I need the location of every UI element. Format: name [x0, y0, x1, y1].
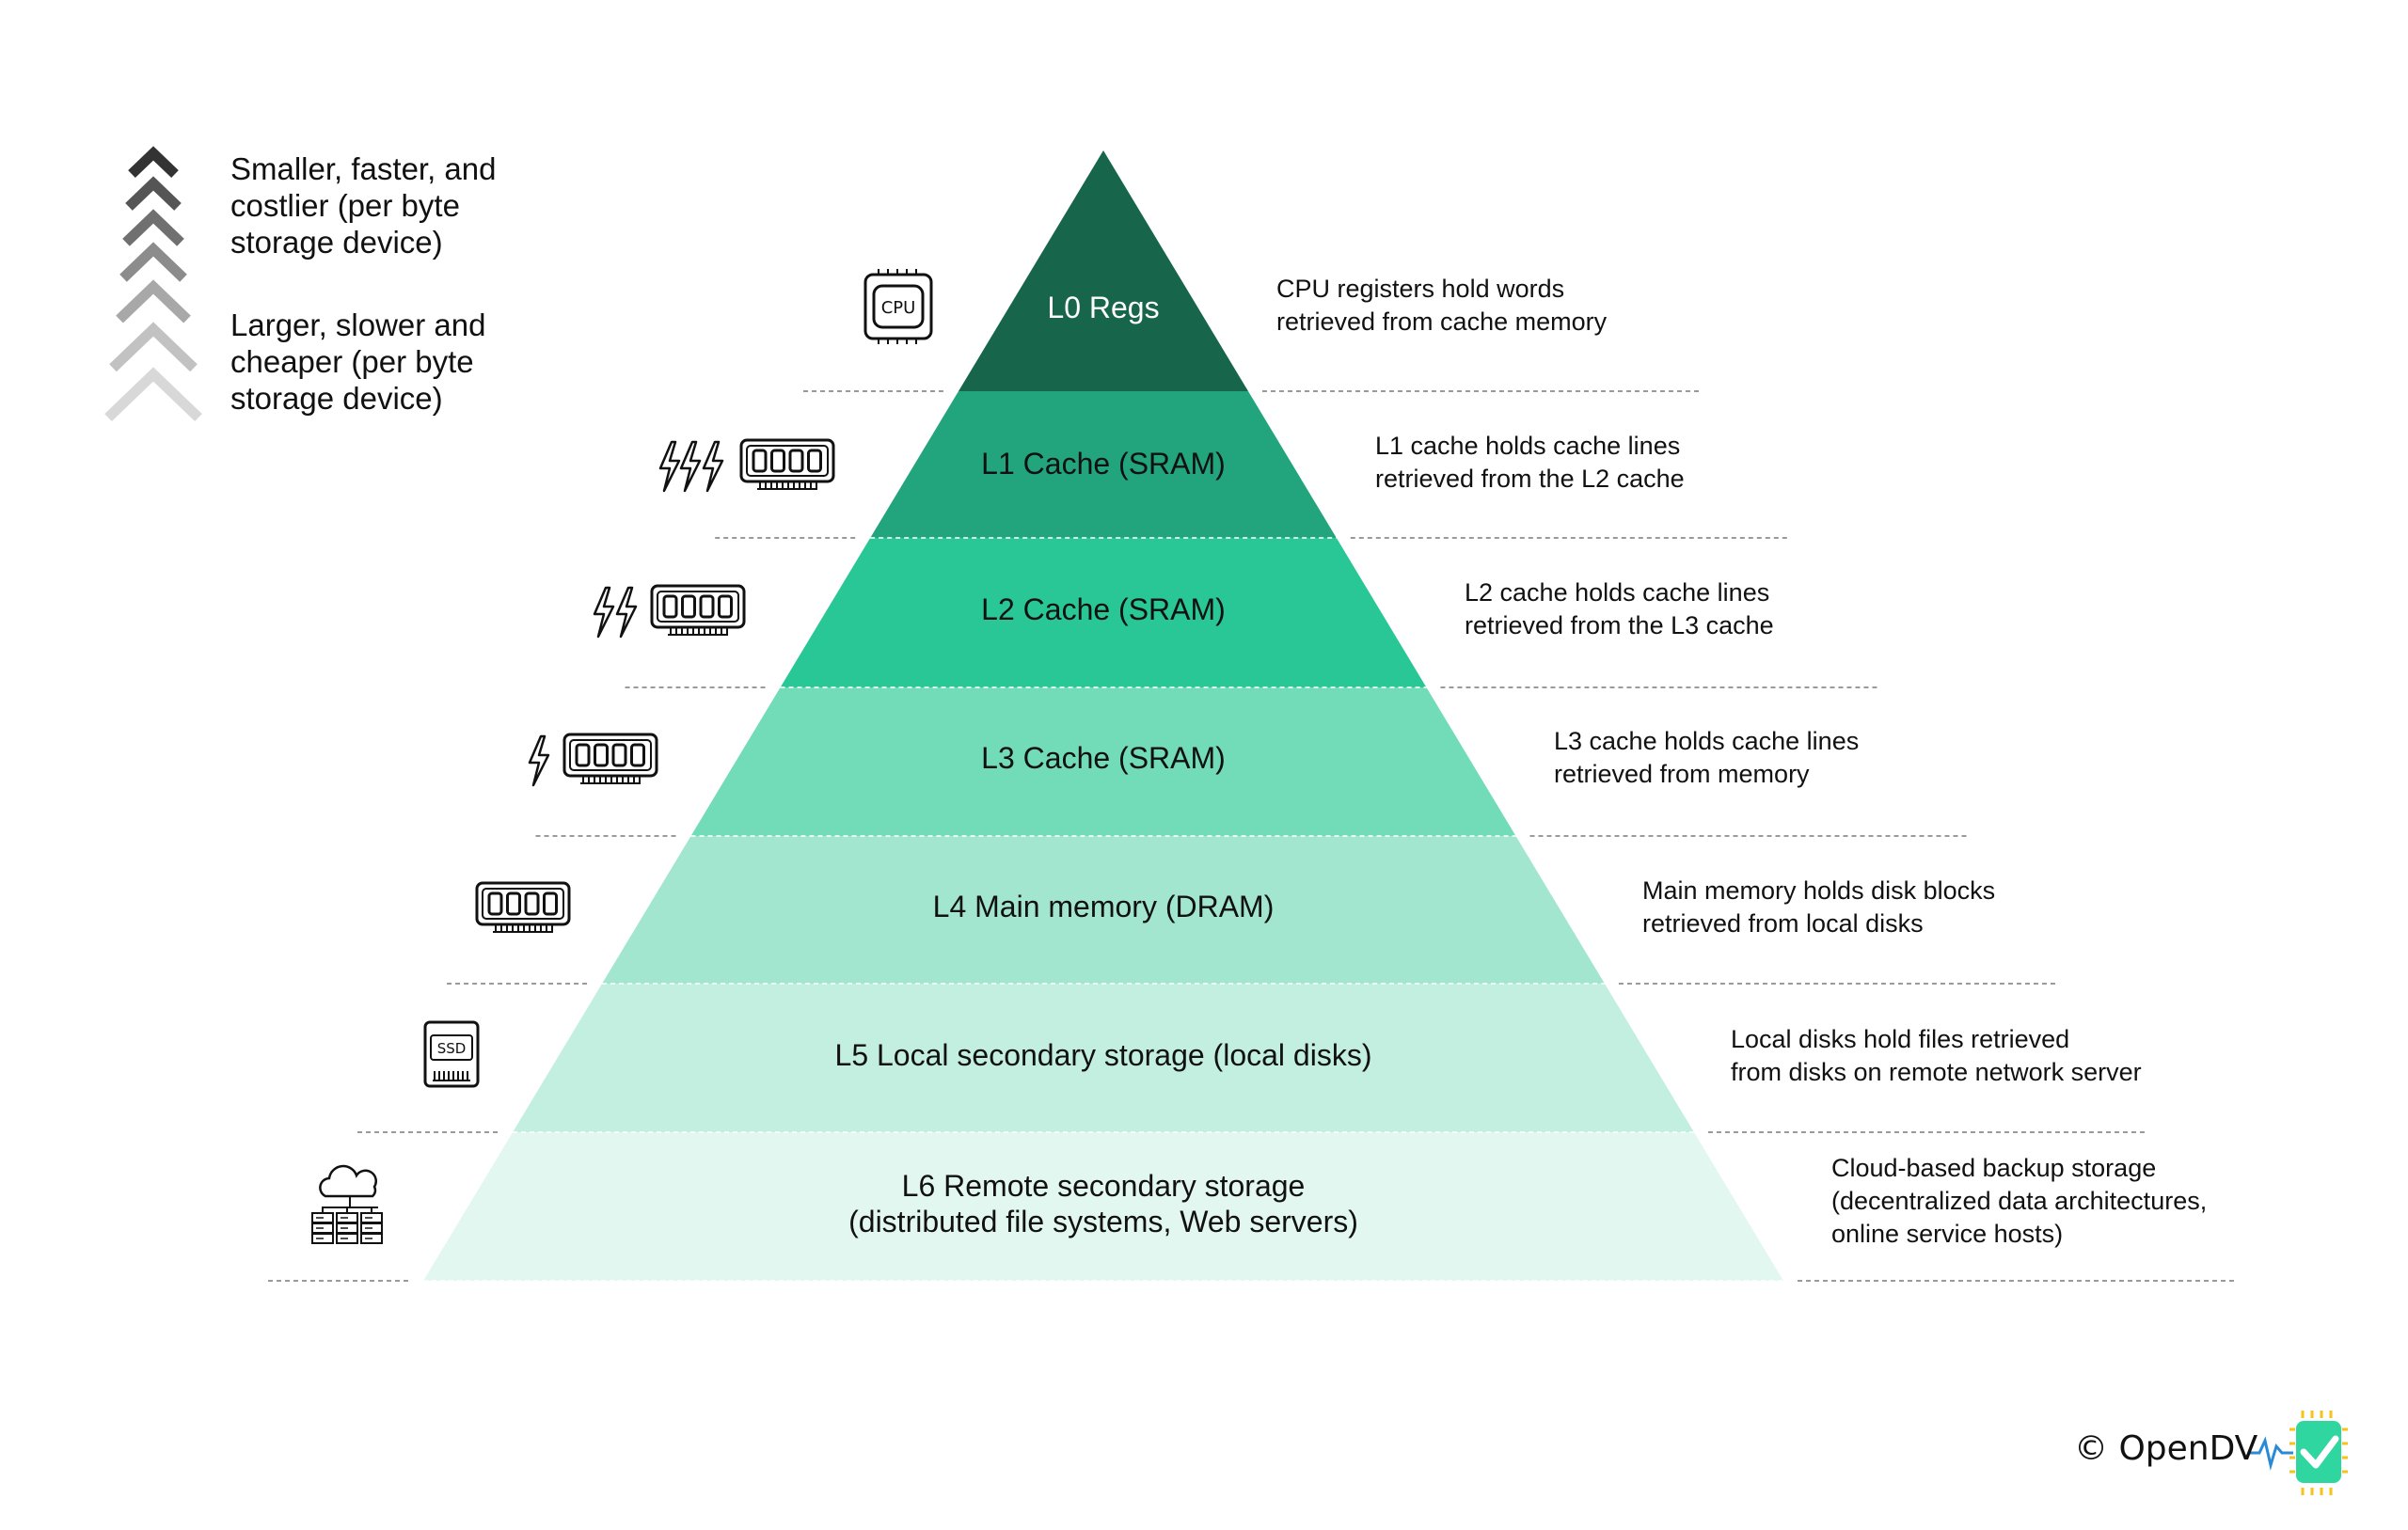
sram-module-icon	[739, 438, 835, 490]
level-label-l1: L1 Cache (SRAM)	[981, 447, 1226, 481]
level-label-l4: L4 Main memory (DRAM)	[932, 890, 1275, 923]
copyright-credit: © OpenDV	[2074, 1429, 2258, 1468]
pyramid-layer-l6	[423, 1132, 1783, 1281]
sram-module-icon	[562, 733, 658, 784]
legend-bottom-text: Larger, slower and cheaper (per byte sto…	[230, 308, 486, 416]
pyramid-layer-l0	[958, 150, 1248, 391]
pyramid-layer-l2	[780, 538, 1427, 687]
legend-chevron-icon	[109, 322, 198, 372]
cloud-servers-icon	[311, 1164, 383, 1244]
legend-top-text: Smaller, faster, and costlier (per byte …	[230, 151, 497, 260]
ssd-drive-icon: SSD	[423, 1020, 480, 1088]
lightning-bolt-icon	[679, 440, 702, 493]
level-label-l6: L6 Remote secondary storage (distributed…	[848, 1169, 1358, 1238]
level-description-l0: CPU registers hold words retrieved from …	[1276, 275, 1608, 336]
lightning-bolt-icon	[593, 586, 615, 639]
level-description-l6: Cloud-based backup storage (decentralize…	[1831, 1154, 2208, 1248]
lightning-bolt-icon	[702, 440, 724, 493]
cpu-chip-icon: CPU	[863, 269, 933, 344]
level-label-l0: L0 Regs	[1047, 291, 1160, 324]
lightning-bolt-icon	[658, 440, 681, 493]
legend-chevron-icon	[116, 279, 191, 323]
level-description-l1: L1 cache holds cache lines retrieved fro…	[1375, 432, 1685, 493]
pyramid-layer-l3	[690, 687, 1516, 836]
sram-module-icon	[650, 584, 746, 636]
pyramid-layer-l1	[870, 391, 1337, 538]
svg-text:CPU: CPU	[881, 298, 916, 318]
level-description-l2: L2 cache holds cache lines retrieved fro…	[1465, 578, 1774, 639]
level-label-l3: L3 Cache (SRAM)	[981, 741, 1226, 775]
dram-module-icon	[475, 881, 571, 933]
lightning-bolt-icon	[615, 586, 638, 639]
pyramid-layer-l5	[513, 984, 1694, 1132]
legend-chevron-icon	[119, 242, 187, 282]
level-description-l3: L3 cache holds cache lines retrieved fro…	[1554, 727, 1860, 788]
opendv-logo-icon	[2248, 1411, 2348, 1495]
level-description-l4: Main memory holds disk blocks retrieved …	[1642, 876, 1996, 938]
legend-chevron-icon	[104, 367, 202, 422]
level-label-l2: L2 Cache (SRAM)	[981, 592, 1226, 626]
legend-chevron-icon	[125, 176, 182, 211]
level-label-l5: L5 Local secondary storage (local disks)	[834, 1038, 1372, 1072]
lightning-bolt-icon	[528, 734, 550, 787]
legend-chevron-icon	[128, 146, 179, 179]
legend-chevron-icon	[122, 209, 184, 246]
svg-text:SSD: SSD	[437, 1040, 467, 1057]
level-description-l5: Local disks hold files retrieved from di…	[1731, 1025, 2142, 1086]
pyramid-layer-l4	[602, 836, 1605, 984]
